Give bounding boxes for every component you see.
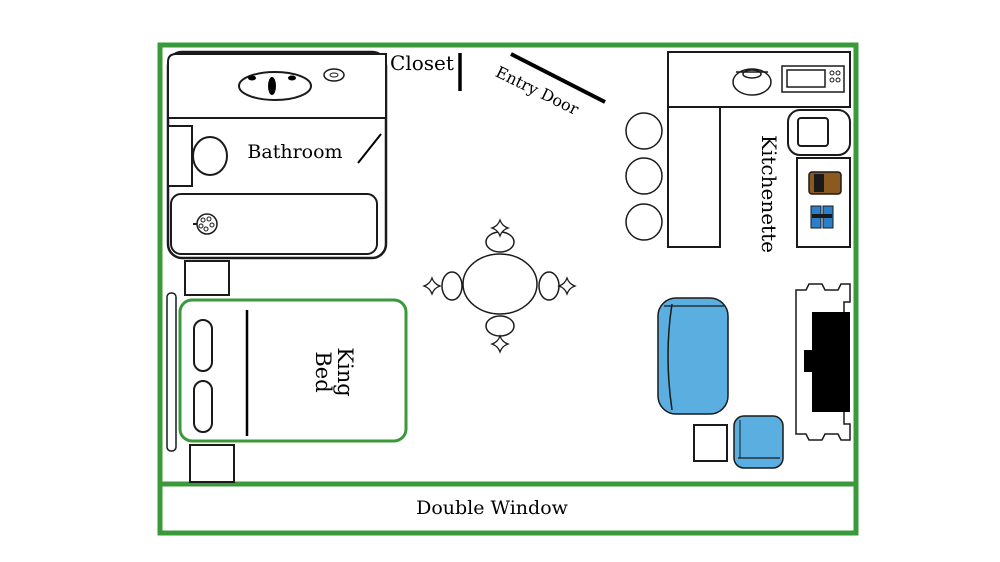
faucet-icon: [268, 77, 276, 95]
side-table: [693, 424, 728, 462]
fridge-door-icon: [797, 117, 829, 147]
kitchenette: Kitchenette: [667, 51, 851, 253]
nightstand: [189, 444, 235, 483]
sparkle-icon: [490, 218, 510, 238]
toilet-bowl-icon: [192, 136, 228, 176]
tv-console: [795, 283, 851, 441]
dining-chair: [538, 271, 560, 301]
second-sink-basin-icon: [329, 72, 339, 78]
sparkle-icon: [557, 276, 577, 296]
nightstand: [184, 260, 230, 296]
entry-door-label: Entry Door: [493, 62, 582, 119]
microwave-window-icon: [786, 69, 826, 88]
double-window-label: Double Window: [416, 497, 569, 519]
knob-icon: [835, 77, 841, 83]
pillow: [193, 319, 213, 372]
sparkle-icon: [422, 276, 442, 296]
headboard: [166, 292, 177, 452]
bathroom-door: [357, 133, 382, 164]
faucet-icon: [742, 69, 762, 79]
king-bed: King Bed: [178, 298, 408, 443]
pillow: [193, 380, 213, 433]
armchair: [733, 415, 784, 469]
tv-screen: [812, 312, 850, 412]
sink-knob-icon: [288, 75, 296, 81]
coffee-maker-icon: [808, 171, 842, 195]
bar-stool: [625, 203, 663, 241]
dining-table: [462, 253, 538, 315]
king-bed-label: King Bed: [311, 347, 357, 396]
entry-door[interactable]: [510, 52, 606, 104]
dining-chair: [441, 271, 463, 301]
drain-hole-icon: [209, 222, 215, 228]
kitchen-island: [667, 106, 721, 248]
drain-hole-icon: [200, 217, 206, 223]
drain-hole-icon: [198, 223, 204, 229]
drain-hole-icon: [206, 216, 212, 222]
drain-hole-icon: [203, 226, 209, 232]
bathroom-label: Bathroom: [247, 141, 342, 163]
armchair: [657, 297, 729, 415]
dining-chair: [485, 315, 515, 337]
double-window: Double Window: [157, 481, 859, 536]
knob-icon: [829, 70, 835, 76]
sparkle-icon: [490, 334, 510, 354]
tv-stand: [804, 350, 814, 372]
bathtub-icon: [170, 193, 378, 255]
toilet-tank-icon: [167, 125, 193, 187]
king-bed-label-line1: King: [333, 347, 357, 396]
kitchenette-label: Kitchenette: [757, 135, 781, 253]
bathroom: Bathroom: [166, 50, 388, 260]
king-bed-label-line2: Bed: [311, 351, 335, 392]
knob-icon: [835, 70, 841, 76]
coffee-pot-icon: [814, 174, 824, 192]
bar-stool: [625, 157, 663, 195]
kitchen-sink-icon: [732, 68, 772, 96]
sink-knob-icon: [248, 75, 256, 81]
dining-set: [422, 218, 577, 354]
knob-icon: [829, 77, 835, 83]
bar-stool: [625, 112, 663, 150]
bed-frame: [178, 298, 408, 443]
second-sink-icon: [323, 68, 345, 82]
toaster-slot-icon: [812, 214, 832, 218]
closet-label: Closet: [390, 51, 454, 75]
